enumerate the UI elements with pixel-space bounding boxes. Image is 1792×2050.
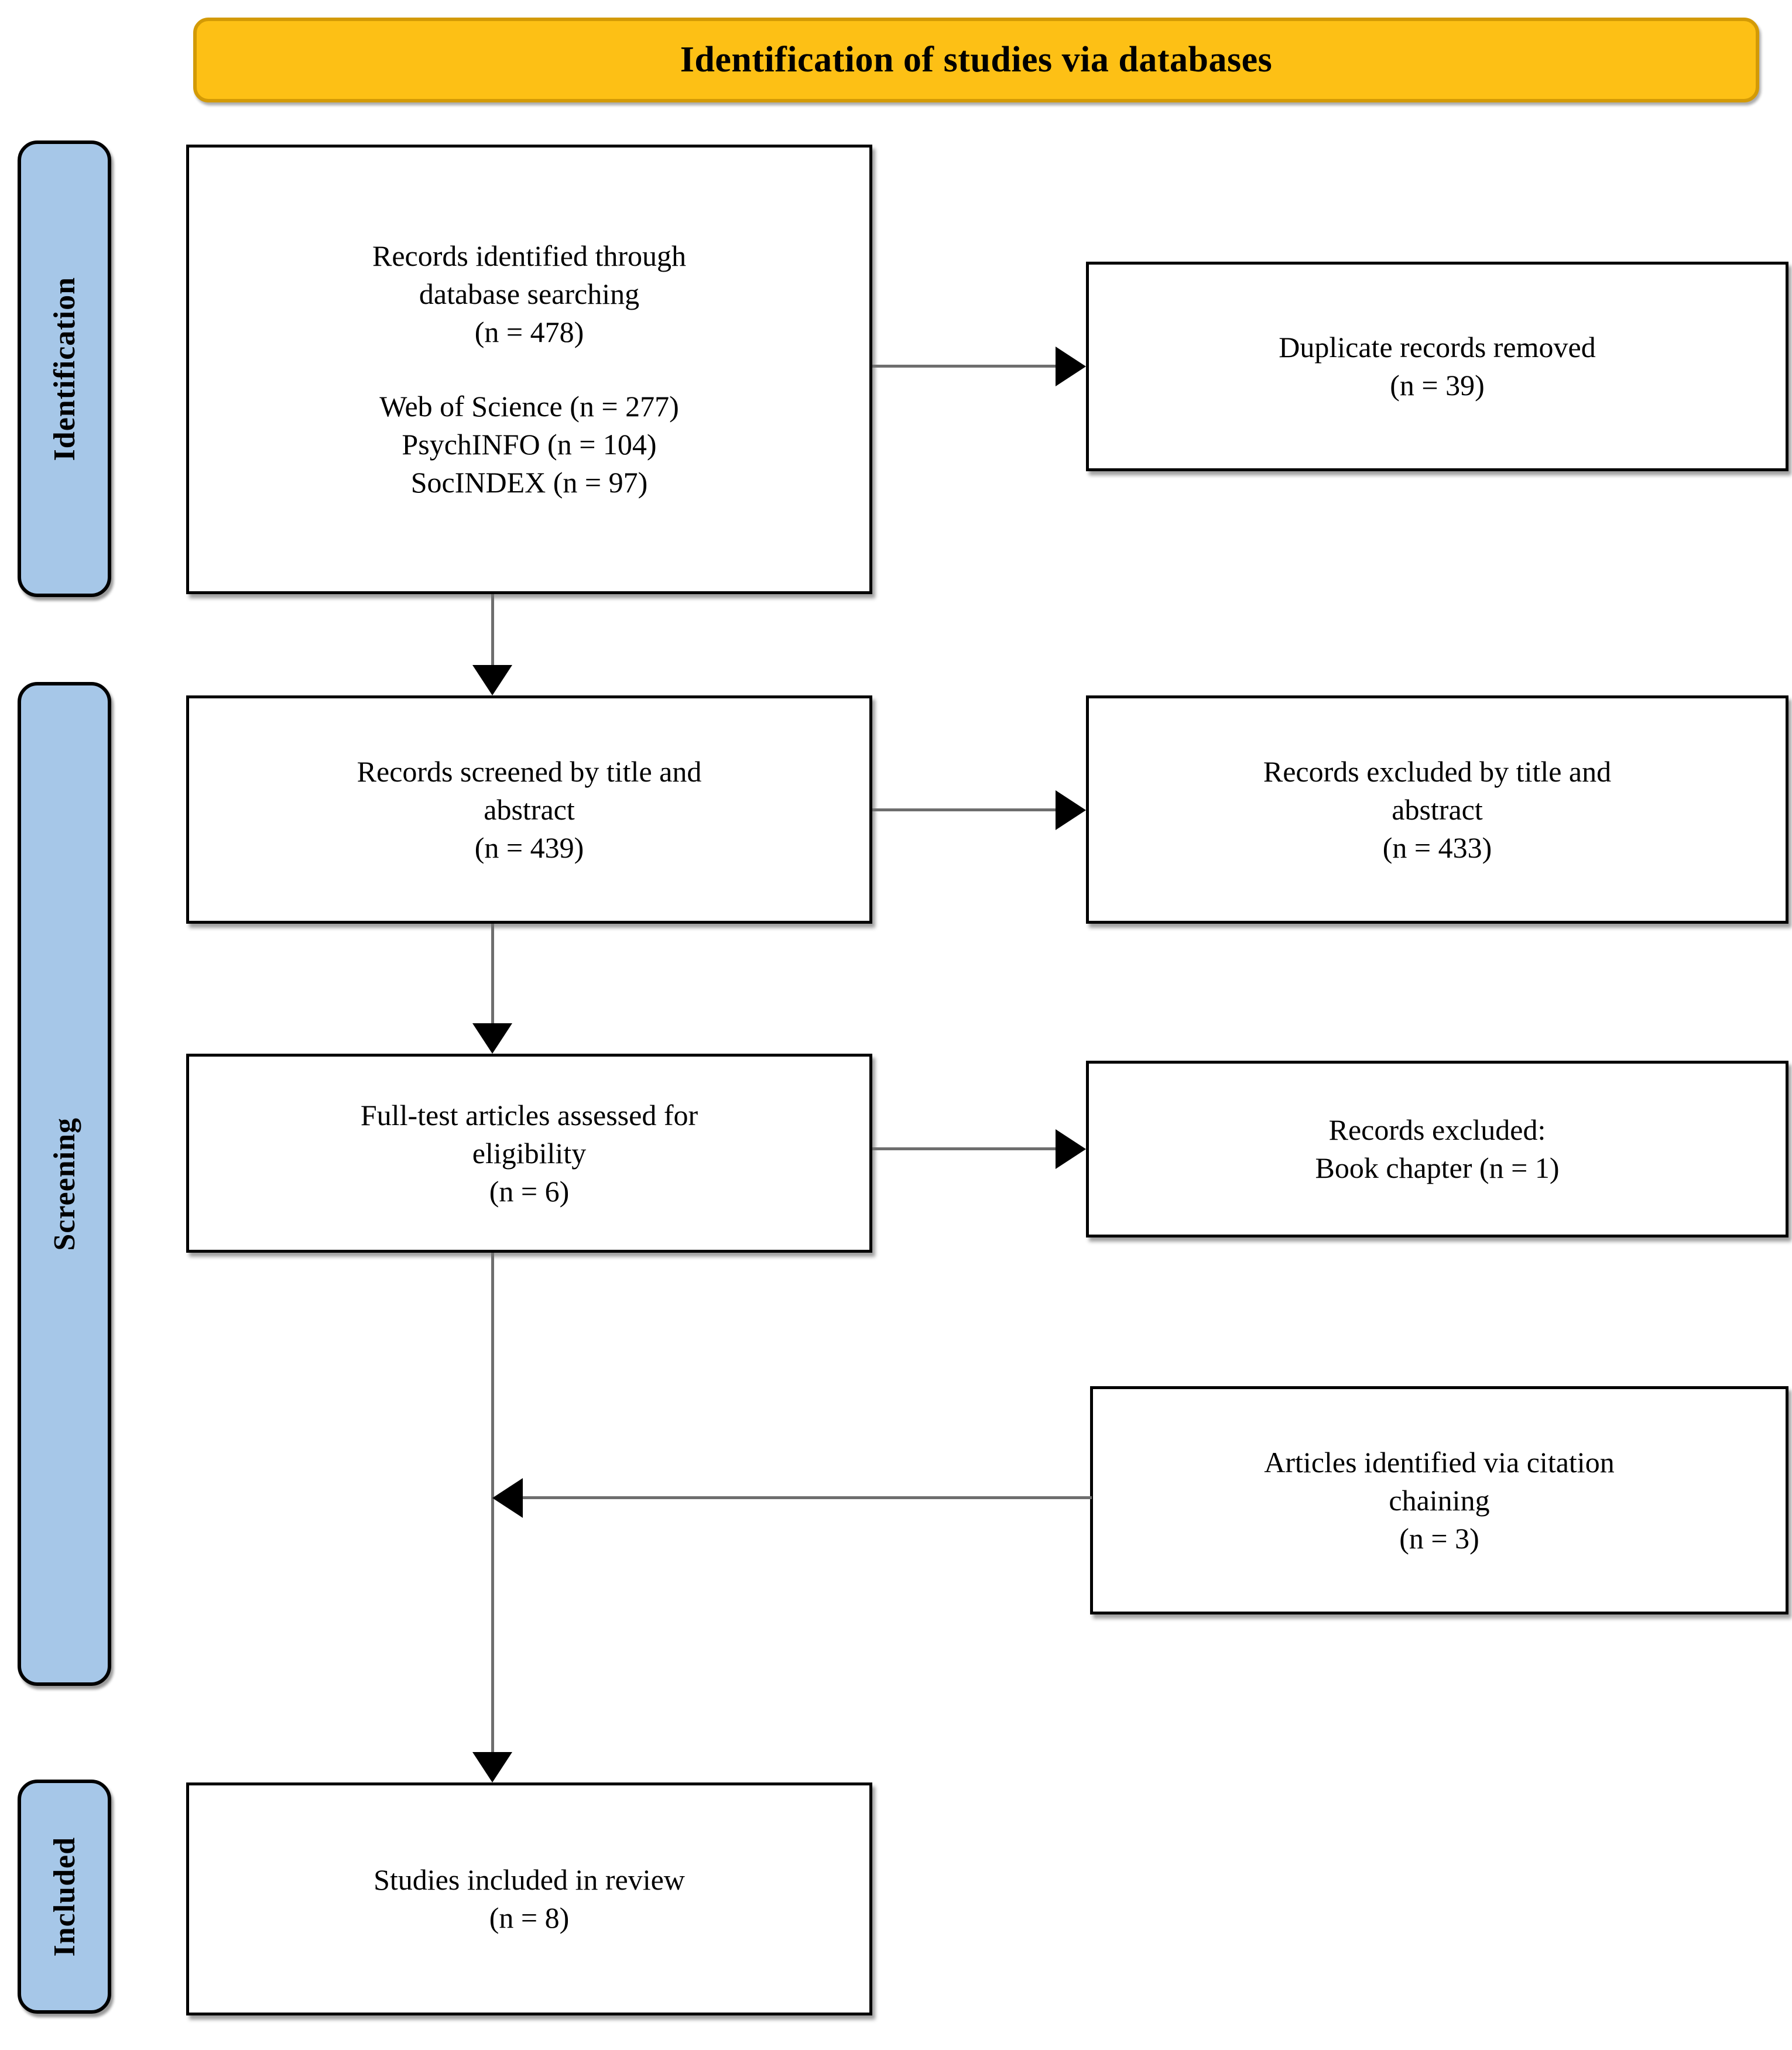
connector-screened-to-fulltext-line bbox=[491, 924, 494, 1023]
stage-label-identification: Identification bbox=[18, 140, 111, 597]
box-records-identified-title: Records identified through database sear… bbox=[372, 239, 686, 310]
stage-label-identification-text: Identification bbox=[47, 276, 81, 461]
box-records-identified-count: (n = 478) bbox=[474, 316, 584, 348]
box-citation-chaining-title: Articles identified via citation chainin… bbox=[1264, 1445, 1615, 1517]
connector-fulltext-to-excluded-bc-line bbox=[872, 1147, 1065, 1150]
box-records-excluded-bc-count: Book chapter (n = 1) bbox=[1315, 1151, 1560, 1184]
connector-identified-to-duplicates-line bbox=[872, 365, 1065, 368]
box-fulltext-articles-assessed: Full-test articles assessed for eligibil… bbox=[186, 1054, 872, 1253]
box-records-screened-count: (n = 439) bbox=[474, 831, 584, 864]
box-records-screened-title: Records screened by title and abstract bbox=[357, 755, 702, 826]
arrow-right-icon-identified-to-duplicates bbox=[1056, 347, 1086, 386]
stage-label-screening: Screening bbox=[18, 682, 111, 1686]
box-articles-citation-chaining: Articles identified via citation chainin… bbox=[1090, 1386, 1788, 1614]
box-records-identified: Records identified through database sear… bbox=[186, 145, 872, 594]
box-records-excluded-bc-title: Records excluded: bbox=[1328, 1113, 1546, 1146]
connector-screened-to-excluded-ta-line bbox=[872, 808, 1065, 811]
box-studies-included-title: Studies included in review bbox=[374, 1863, 685, 1896]
box-fulltext-articles-title: Full-test articles assessed for eligibil… bbox=[360, 1098, 698, 1170]
box-records-excluded-book-chapter: Records excluded: Book chapter (n = 1) bbox=[1086, 1061, 1788, 1237]
box-fulltext-articles-count: (n = 6) bbox=[489, 1174, 570, 1208]
stage-label-included: Included bbox=[18, 1780, 111, 2014]
arrow-down-icon-screened-to-fulltext bbox=[472, 1023, 512, 1054]
diagram-header-banner: Identification of studies via databases bbox=[193, 18, 1759, 102]
box-citation-chaining-count: (n = 3) bbox=[1399, 1521, 1479, 1555]
box-records-identified-sources: Web of Science (n = 277) PsychINFO (n = … bbox=[379, 390, 679, 499]
diagram-title: Identification of studies via databases bbox=[680, 40, 1273, 80]
box-records-excluded-ta-title: Records excluded by title and abstract bbox=[1263, 755, 1612, 826]
box-records-excluded-title-abstract: Records excluded by title and abstract (… bbox=[1086, 695, 1788, 924]
arrow-right-icon-fulltext-to-excluded-bc bbox=[1056, 1129, 1086, 1169]
arrow-right-icon-screened-to-excluded-ta bbox=[1056, 790, 1086, 830]
arrow-down-icon-fulltext-to-included bbox=[472, 1752, 512, 1782]
stage-label-screening-text: Screening bbox=[47, 1117, 81, 1251]
box-duplicate-records-title: Duplicate records removed bbox=[1279, 331, 1596, 364]
box-studies-included-count: (n = 8) bbox=[489, 1901, 570, 1934]
box-records-excluded-ta-count: (n = 433) bbox=[1382, 831, 1492, 864]
arrow-left-icon-citation-chaining-to-trunk bbox=[492, 1478, 523, 1518]
connector-citation-chaining-to-trunk-line bbox=[521, 1496, 1092, 1499]
box-studies-included-in-review: Studies included in review (n = 8) bbox=[186, 1782, 872, 2015]
box-duplicate-records-count: (n = 39) bbox=[1390, 369, 1485, 402]
box-duplicate-records-removed: Duplicate records removed (n = 39) bbox=[1086, 262, 1788, 471]
stage-label-included-text: Included bbox=[47, 1836, 81, 1957]
connector-identified-to-screened-line bbox=[491, 594, 494, 667]
box-records-screened: Records screened by title and abstract (… bbox=[186, 695, 872, 924]
arrow-down-icon-identified-to-screened bbox=[472, 665, 512, 695]
